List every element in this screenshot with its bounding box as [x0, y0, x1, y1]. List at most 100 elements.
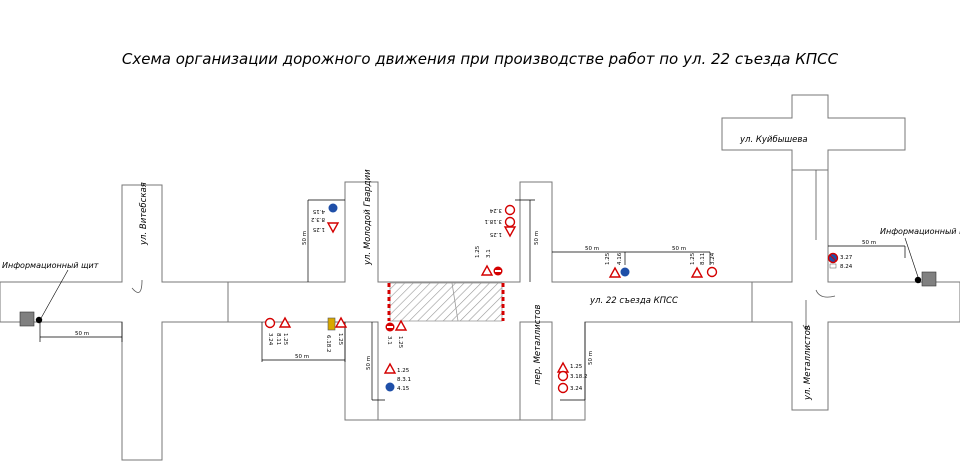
road-signs: 4.15 8.3.2 1.25 3.24 8.11 1.25 6.18.2 1.…: [264, 203, 853, 394]
sign-31-code: 3.1: [386, 336, 392, 345]
sign-125-code: 1.25: [397, 368, 410, 374]
overtaking-prohibited-icon: [557, 382, 569, 394]
no-turn-icon: [557, 370, 569, 382]
work-zone-hatch: [389, 282, 503, 322]
dim-main-center-north: 50 m: [515, 199, 540, 282]
street-kuybysheva: ул. Куйбышева: [739, 135, 808, 145]
dim-main-east-1: 50 m: [552, 246, 626, 265]
sign-group-a: 4.15 8.3.2 1.25: [311, 203, 340, 234]
sign-3181-code: 3.18.1: [485, 218, 503, 224]
overtaking-prohibited-icon: [706, 266, 718, 278]
detour-sign-icon: [620, 267, 630, 277]
sign-324-code: 3.24: [267, 333, 273, 346]
dim-molodoy-south-label: 50 m: [366, 356, 372, 370]
sign-group-i: 1.25 3.18.2 3.24: [556, 361, 588, 394]
sign-811-code: 8.11: [275, 333, 281, 345]
street-metallistov-lane: пер. Металлистов: [533, 304, 543, 385]
work-zone: [387, 282, 505, 322]
sign-group-f: 3.24 3.18.1 1.25: [485, 204, 517, 238]
dim-metallistov-lane: 50 m: [560, 322, 594, 401]
dim-main-east-2-label: 50 m: [672, 246, 686, 252]
dim-molodoy-north-label: 50 m: [302, 231, 308, 245]
sign-324-code: 3.24: [570, 386, 583, 392]
sign-group-h: 1.25 8.11 3.24: [690, 252, 718, 278]
roadwork-warning-icon: [608, 266, 622, 278]
sign-125-code: 1.25: [475, 245, 481, 258]
road-molodoy-gvardii-south: [344, 321, 379, 421]
board-light-icon: [914, 276, 922, 284]
roadwork-warning-icon: [334, 316, 348, 328]
sign-group-b: 3.24 8.11 1.25 6.18.2 1.25: [264, 316, 348, 353]
sign-group-c: 3.1 1.25: [385, 319, 408, 349]
arrow-metallistov-east: [815, 289, 836, 298]
roadwork-warning-icon: [383, 362, 397, 374]
detour-scheme-icon: [327, 317, 336, 331]
roadwork-warning-icon: [690, 266, 704, 278]
dim-main-west-label: 50 m: [295, 354, 309, 360]
dim-east-board: 50 m: [828, 240, 906, 258]
sign-125-code: 1.25: [337, 333, 343, 346]
dim-east-board-label: 50 m: [862, 240, 876, 246]
info-board-west-icon: [19, 311, 35, 327]
sign-327-code: 3.27: [840, 255, 853, 261]
dimension-lines: 50 m 50 m 50 m 50 m 50 m 50 m 50 m 50 m: [39, 199, 906, 401]
sign-415-code: 4.15: [312, 208, 325, 214]
sign-324-code: 3.24: [489, 207, 502, 213]
dim-molodoy-north: 50 m: [302, 199, 345, 282]
road-network: [0, 94, 960, 461]
dim-metallistov-lane-label: 50 m: [588, 351, 594, 365]
sign-group-g: 1.25 4.16: [605, 252, 630, 278]
street-main: ул. 22 съезда КПСС: [589, 296, 678, 306]
sign-415-code: 4.15: [397, 386, 410, 392]
sign-824-code: 8.24: [840, 264, 853, 270]
info-board-west-label: Информационный щит: [2, 261, 99, 270]
roadwork-warning-icon: [503, 226, 517, 238]
sign-group-e: 1.25 3.1: [475, 245, 503, 276]
sign-group-d: 1.25 8.3.1 4.15: [383, 362, 411, 392]
sign-832-code: 8.3.2: [311, 216, 325, 222]
arrow-vitebskaya: [131, 279, 143, 293]
sign-31-code: 3.1: [486, 249, 492, 258]
sign-125-code: 1.25: [690, 252, 696, 265]
sign-125-code: 1.25: [570, 364, 583, 370]
street-molodoy-gvardii: ул. Молодой Гвардии: [363, 169, 373, 266]
detour-sign-icon: [385, 382, 395, 392]
street-vitebskaya: ул. Витебская: [139, 182, 149, 246]
scheme-title: Схема организации дорожного движения при…: [121, 50, 839, 68]
direction-arrows: [131, 170, 836, 332]
sign-125-code: 1.25: [605, 252, 611, 265]
sign-125-code: 1.25: [397, 336, 403, 349]
sign-6182-code: 6.18.2: [325, 335, 331, 353]
info-board-east-label: Информационный щит: [880, 227, 960, 236]
sign-831-code: 8.3.1: [397, 377, 411, 383]
roadwork-warning-icon: [326, 222, 340, 234]
info-board-east: Информационный щит: [880, 227, 960, 287]
sign-125-code: 1.25: [489, 231, 502, 237]
road-metallistov-lane: [519, 321, 553, 421]
info-board-west: Информационный щит: [2, 261, 99, 327]
dim-main-center-north-label: 50 m: [534, 231, 540, 245]
detour-sign-icon: [328, 203, 338, 213]
sign-3182-code: 3.18.2: [570, 374, 588, 380]
dim-main-east-2: 50 m: [625, 246, 711, 265]
road-kuybysheva: [721, 94, 906, 171]
dim-west: 50 m: [39, 322, 123, 342]
dim-main-east-1-label: 50 m: [585, 246, 599, 252]
road-metallistov: [751, 169, 960, 411]
plate-icon: [829, 263, 837, 269]
street-metallistov: ул. Металлистов: [803, 325, 813, 401]
roadwork-warning-icon: [278, 316, 292, 328]
sign-324-code: 3.24: [710, 252, 716, 265]
info-board-east-icon: [921, 271, 937, 287]
roadwork-warning-icon: [480, 264, 494, 276]
no-turn-icon: [504, 216, 516, 228]
roadwork-warning-icon: [394, 319, 408, 331]
sign-416-code: 4.16: [617, 252, 623, 265]
sign-811-code: 8.11: [700, 253, 706, 265]
dim-molodoy-south: 50 m: [366, 322, 385, 401]
sign-125-code: 1.25: [312, 226, 325, 232]
overtaking-prohibited-icon: [264, 317, 276, 329]
sign-group-j: 3.27 8.24: [827, 252, 853, 270]
overtaking-prohibited-icon: [504, 204, 516, 216]
